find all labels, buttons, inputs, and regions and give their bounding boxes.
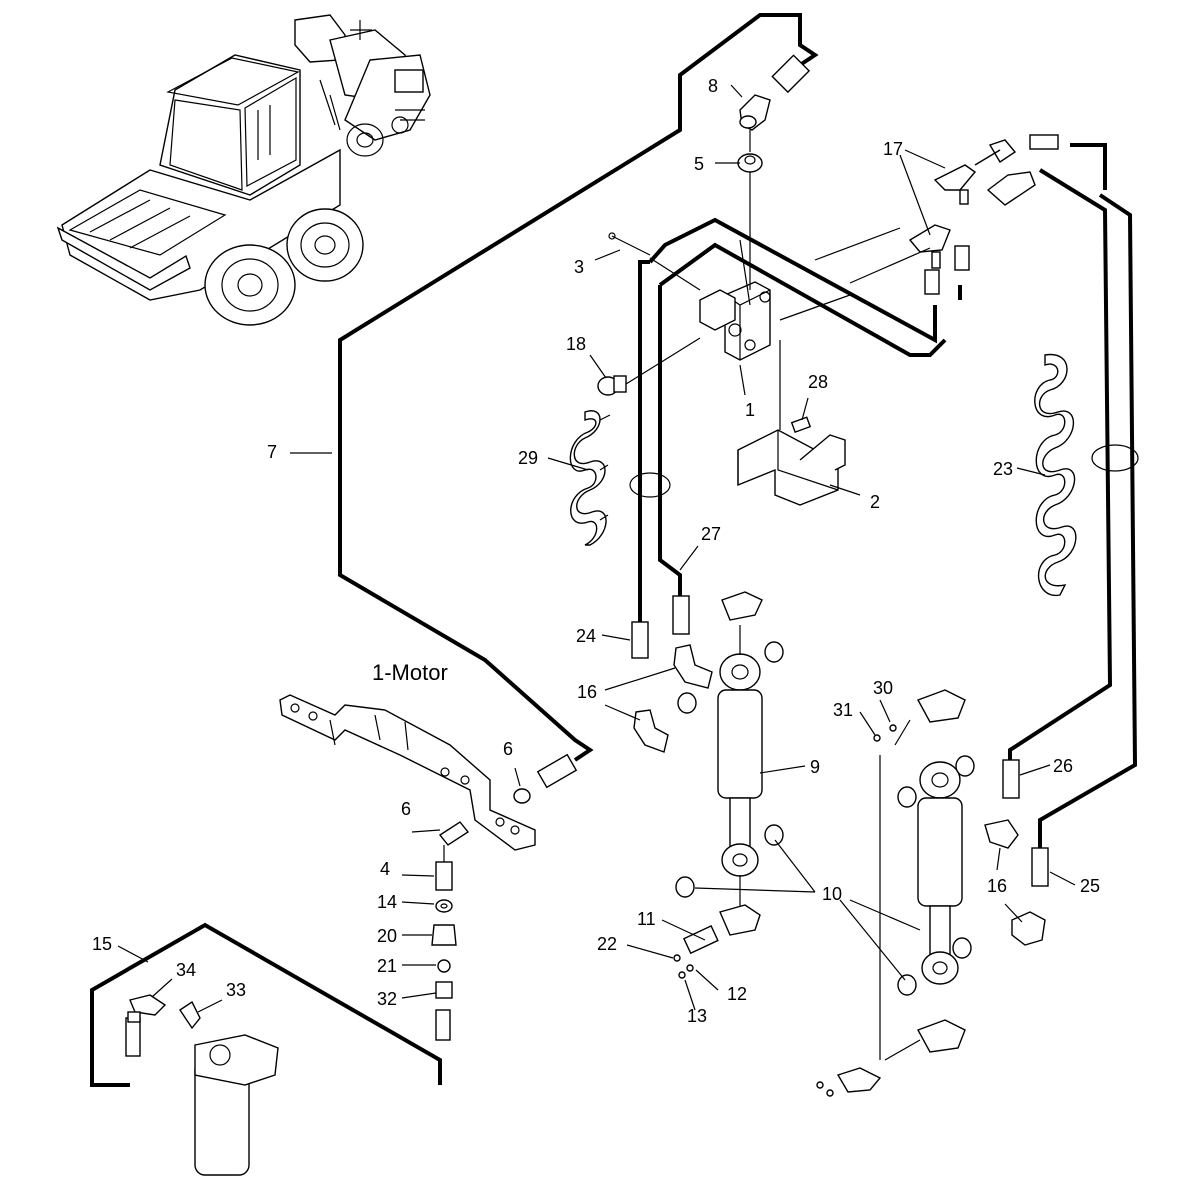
tee-fittings-17 — [908, 134, 1059, 295]
pin-11 — [673, 904, 761, 979]
callout-11: 11 — [637, 909, 656, 929]
hose-25 — [1038, 193, 1138, 850]
bolt-28 — [790, 416, 812, 433]
elbow-fitting-8 — [739, 54, 811, 131]
hydraulic-cylinder-right — [816, 689, 975, 1097]
callout-8: 8 — [708, 76, 718, 96]
callout-18: 18 — [566, 334, 586, 354]
callout-6b: 6 — [401, 799, 411, 819]
callout-28: 28 — [808, 372, 828, 392]
callout-34: 34 — [176, 960, 196, 980]
callout-4: 4 — [380, 859, 390, 879]
callout-6a: 6 — [503, 739, 513, 759]
hydraulic-cylinder-9 — [675, 591, 784, 898]
hose-27-lower — [658, 242, 947, 357]
plug-18 — [597, 375, 627, 396]
section-label-motor: 1-Motor — [372, 660, 448, 685]
callout-32: 32 — [377, 989, 397, 1009]
callout-23: 23 — [993, 459, 1013, 479]
elbow-fittings-16 — [633, 644, 1046, 946]
callout-7: 7 — [267, 442, 277, 462]
bracket-2 — [737, 429, 846, 506]
callout-31: 31 — [833, 700, 853, 720]
hose-top-right — [1070, 143, 1107, 190]
callout-22: 22 — [597, 934, 617, 954]
callout-16a: 16 — [577, 682, 597, 702]
hose-24b — [658, 285, 682, 600]
bolt-3 — [608, 232, 651, 256]
callout-20: 20 — [377, 926, 397, 946]
callout-5: 5 — [694, 154, 704, 174]
spiral-guard-29 — [569, 410, 611, 546]
callout-numbers: 1 2 3 4 5 6 6 7 8 9 10 11 12 13 14 15 16… — [92, 76, 1100, 1026]
callout-16b: 16 — [987, 876, 1007, 896]
hose-end-fittings — [125, 595, 1049, 1057]
hoses — [90, 13, 1138, 1087]
guard-23-ring — [1091, 444, 1139, 472]
hose-24 — [638, 260, 650, 625]
spiral-guard-23 — [1034, 353, 1077, 596]
callout-1: 1 — [745, 400, 755, 420]
callout-21: 21 — [377, 956, 397, 976]
hose-7-main — [338, 13, 819, 762]
callout-14: 14 — [377, 892, 397, 912]
callout-leaders — [117, 84, 1076, 1013]
callout-15: 15 — [92, 934, 112, 954]
callout-13: 13 — [687, 1006, 707, 1026]
callout-2: 2 — [870, 492, 880, 512]
callout-17: 17 — [883, 139, 903, 159]
filter-assembly — [127, 994, 279, 1176]
hose-27-upper — [648, 217, 937, 344]
callout-24: 24 — [576, 626, 596, 646]
callout-9: 9 — [810, 757, 820, 777]
callout-33: 33 — [226, 980, 246, 1000]
fitting-stack — [431, 788, 531, 999]
adapter-5 — [737, 153, 763, 173]
callout-26: 26 — [1053, 756, 1073, 776]
callout-30: 30 — [873, 678, 893, 698]
motor-bracket — [279, 694, 536, 851]
hose-26 — [1008, 168, 1113, 790]
hose-15 — [90, 922, 442, 1087]
callout-27: 27 — [701, 524, 721, 544]
callout-3: 3 — [574, 257, 584, 277]
callout-12: 12 — [727, 984, 747, 1004]
valve-block — [699, 239, 771, 361]
guard-29-ring — [629, 472, 671, 498]
callout-10: 10 — [822, 884, 842, 904]
callout-29: 29 — [518, 448, 538, 468]
machine-overview-illustration — [56, 14, 431, 326]
callout-25: 25 — [1080, 876, 1100, 896]
